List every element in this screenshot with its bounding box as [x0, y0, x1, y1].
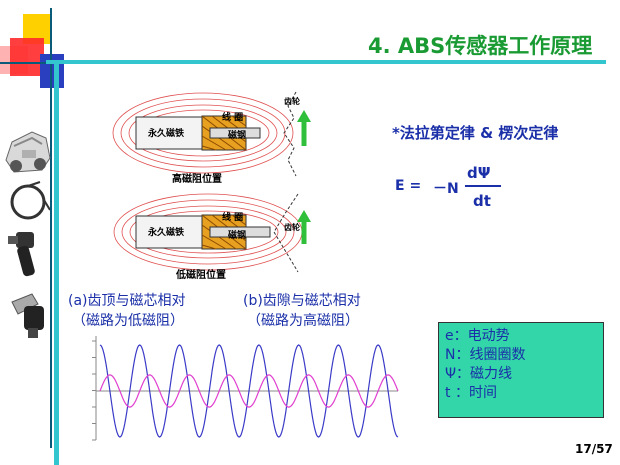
magnet-label-low: 永久磁铁	[148, 228, 185, 238]
slide-title: 4. ABS传感器工作原理	[368, 34, 593, 58]
core-label-low: 磁钢	[228, 231, 247, 241]
legend-item-emf: e：电动势	[445, 328, 510, 344]
formula: E = －N dΨ dt	[395, 164, 545, 219]
waveform-plot	[92, 336, 399, 441]
caption-high: 高磁阻位置	[172, 174, 222, 185]
sensor-plug-icon	[8, 232, 35, 277]
coil-label-high: 线 圈	[222, 113, 244, 123]
law-text: *法拉第定律 & 楞次定律	[392, 124, 559, 142]
caption-b-line1: (b)齿隙与磁芯相对	[243, 293, 361, 309]
wave-series-small	[99, 374, 399, 408]
formula-denominator: dt	[473, 192, 491, 210]
fraction-bar	[465, 185, 501, 187]
sensor-bracket-icon	[11, 293, 44, 338]
caption-a-line2: （磁路为低磁阻）	[72, 313, 184, 329]
ring-harness-icon	[10, 181, 50, 220]
decor-accent-vertical	[54, 60, 59, 465]
caption-a-line1: (a)齿顶与磁芯相对	[68, 293, 186, 309]
core-label-high: 磁钢	[228, 131, 247, 141]
coil-label-low: 线 圈	[222, 213, 244, 223]
plot-ticks	[92, 340, 96, 441]
car-cutaway-icon	[5, 131, 51, 173]
gear-label-high: 齿轮	[284, 97, 300, 106]
decor-line-vertical	[50, 8, 52, 448]
legend-item-flux: Ψ：磁力线	[445, 366, 513, 382]
formula-lhs: E =	[395, 178, 422, 194]
decor-block-red	[10, 38, 44, 76]
decor-block-blue	[40, 54, 64, 88]
gear-label-low: 齿轮	[284, 223, 300, 232]
sensor-diagram-low	[113, 193, 311, 273]
legend-box: e：电动势 N：线圈圈数 Ψ：磁力线 t ：时间	[438, 322, 604, 418]
caption-b-line2: （磁路为高磁阻）	[247, 313, 359, 329]
formula-minus-n: －N	[433, 181, 459, 197]
legend-item-time: t ：时间	[445, 385, 497, 401]
sensor-diagram-high	[112, 91, 311, 177]
caption-low: 低磁阻位置	[176, 270, 226, 281]
magnet-label-high: 永久磁铁	[148, 129, 185, 139]
page-number: 17/57	[575, 442, 613, 456]
wave-series-main	[99, 344, 399, 438]
formula-numerator: dΨ	[467, 164, 491, 182]
decor-accent-horizontal	[46, 60, 606, 64]
legend-item-turns: N：线圈圈数	[445, 347, 526, 363]
